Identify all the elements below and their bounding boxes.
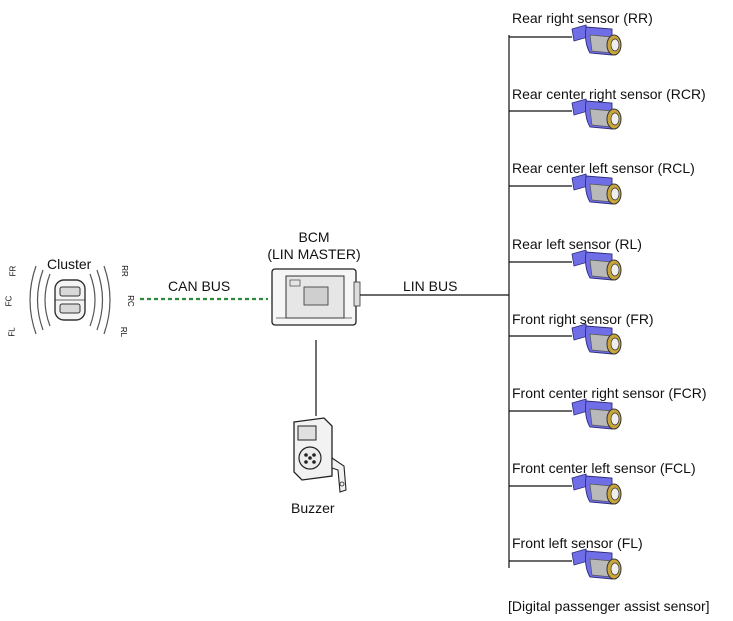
sensor-group-label: [Digital passenger assist sensor] — [508, 598, 710, 614]
zone-rr-label: RR — [119, 265, 129, 277]
sensor-icon-rcl — [571, 173, 622, 205]
bcm-role-label: (LIN MASTER) — [267, 246, 361, 262]
sensor-label-fcr: Front center right sensor (FCR) — [512, 385, 707, 401]
zone-rc-label: RC — [125, 295, 135, 307]
sensor-icon-fl — [571, 548, 622, 580]
cluster-display — [29, 265, 111, 335]
zone-fr-label: FR — [8, 265, 18, 277]
sensor-icon-fr — [571, 323, 622, 355]
sensor-icon-fcr — [571, 398, 622, 430]
sensor-label-rcl: Rear center left sensor (RCL) — [512, 160, 695, 176]
buzzer-device — [293, 417, 347, 493]
lin-bus-label: LIN BUS — [403, 278, 458, 294]
sensor-icon-fcl — [571, 473, 622, 505]
buzzer-label: Buzzer — [291, 500, 335, 516]
can-bus-label: CAN BUS — [168, 278, 231, 294]
sensor-label-rl: Rear left sensor (RL) — [512, 236, 642, 252]
sensor-label-fl: Front left sensor (FL) — [512, 535, 643, 551]
sensor-label-fcl: Front center left sensor (FCL) — [512, 460, 696, 476]
cluster-label: Cluster — [47, 256, 92, 272]
sensor-label-rcr: Rear center right sensor (RCR) — [512, 86, 706, 102]
zone-fl-label: FL — [7, 327, 17, 337]
sensor-icon-rl — [571, 249, 622, 281]
zone-fc-label: FC — [4, 295, 14, 307]
bcm-module — [271, 268, 361, 326]
sensor-icon-rcr — [571, 98, 622, 130]
bcm-name-label: BCM — [298, 229, 330, 245]
sensor-icon-rr — [571, 24, 622, 56]
sensor-label-fr: Front right sensor (FR) — [512, 311, 654, 327]
sensor-label-rr: Rear right sensor (RR) — [512, 10, 653, 26]
zone-rl-label: RL — [119, 326, 129, 338]
